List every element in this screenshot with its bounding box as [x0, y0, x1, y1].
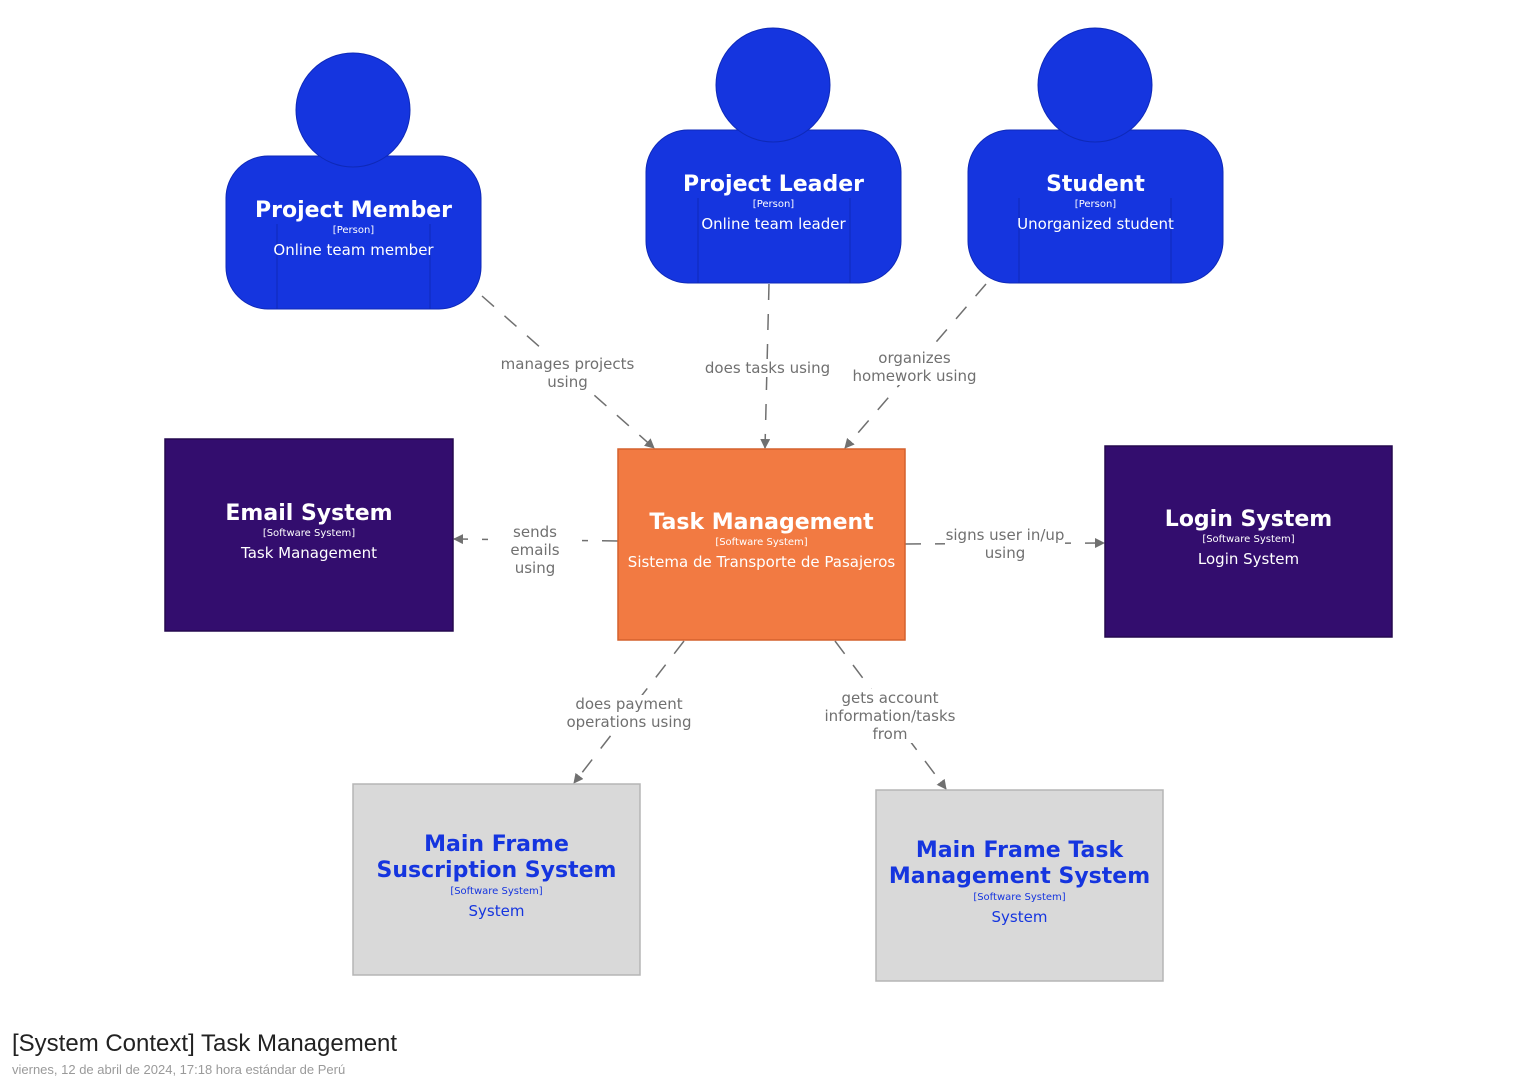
relationship-label-subscription: does payment operations using — [566, 695, 692, 731]
system-type: [Software System] — [715, 537, 808, 548]
system-email[interactable]: Email System [Software System] Task Mana… — [165, 501, 453, 562]
person-type: [Person] — [1074, 199, 1117, 210]
relationship-label-mainframe-task: gets account information/tasks from — [822, 689, 958, 743]
person-project-leader[interactable]: Project Leader [Person] Online team lead… — [646, 172, 901, 233]
system-login[interactable]: Login System [Software System] Login Sys… — [1105, 507, 1392, 568]
system-name: Task Management — [649, 510, 874, 535]
relationship-label-student: organizes homework using — [852, 349, 977, 385]
person-student[interactable]: Student [Person] Unorganized student — [968, 172, 1223, 233]
relationship-label-member: manages projects using — [500, 355, 635, 391]
relationship-line-student — [844, 283, 987, 449]
system-description: System — [468, 902, 525, 920]
relationship-label-leader: does tasks using — [700, 359, 835, 377]
relationship-line-member — [481, 295, 655, 449]
system-type: [Software System] — [262, 528, 356, 539]
person-name: Project Leader — [682, 172, 865, 197]
system-type: [Software System] — [450, 886, 543, 897]
person-student-shape — [967, 27, 1224, 284]
mainframe-subscription-box — [352, 783, 641, 976]
system-mainframe-subscription[interactable]: Main Frame Suscription System [Software … — [358, 832, 635, 920]
system-name: Email System — [225, 501, 393, 526]
email-system-box — [164, 438, 454, 632]
system-mainframe-task[interactable]: Main Frame Task Management System [Softw… — [881, 838, 1158, 926]
login-system-box — [1104, 445, 1393, 638]
system-description: Login System — [1197, 550, 1300, 568]
system-description: System — [991, 908, 1048, 926]
person-project-leader-shape — [645, 27, 902, 284]
person-name: Student — [1046, 172, 1145, 197]
person-description: Unorganized student — [1017, 215, 1174, 233]
person-description: Online team member — [273, 241, 434, 259]
system-name: Main Frame Task Management System — [888, 838, 1151, 889]
person-project-member-shape — [225, 52, 482, 310]
relationship-label-login: signs user in/up using — [945, 526, 1065, 562]
system-type: [Software System] — [1202, 534, 1295, 545]
task-management-box — [617, 448, 906, 641]
person-name: Project Member — [254, 198, 453, 223]
system-name: Login System — [1164, 507, 1333, 532]
system-description: Sistema de Transporte de Pasajeros — [627, 553, 896, 571]
person-type: [Person] — [332, 225, 375, 236]
system-task-management[interactable]: Task Management [Software System] Sistem… — [618, 510, 905, 571]
person-type: [Person] — [752, 199, 795, 210]
relationship-label-email: sends emails using — [488, 523, 582, 577]
diagram-title: [System Context] Task Management — [12, 1030, 398, 1057]
system-name: Main Frame Suscription System — [376, 832, 617, 883]
mainframe-task-box — [875, 789, 1164, 982]
system-description: Task Management — [241, 544, 377, 562]
system-type: [Software System] — [973, 892, 1066, 903]
person-project-member[interactable]: Project Member [Person] Online team memb… — [226, 198, 481, 259]
diagram-timestamp: viernes, 12 de abril de 2024, 17:18 hora… — [12, 1062, 346, 1077]
person-description: Online team leader — [701, 215, 846, 233]
